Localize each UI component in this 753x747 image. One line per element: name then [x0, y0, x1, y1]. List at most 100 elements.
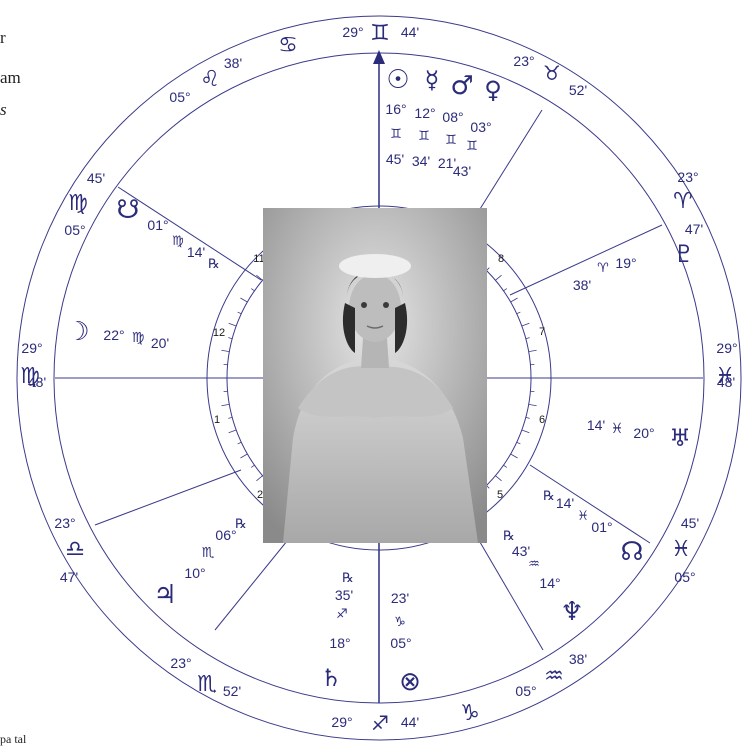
- jupiter-deg: 10°: [184, 565, 205, 581]
- uranus-sign: ♓: [611, 421, 624, 437]
- degree-tick: [221, 404, 229, 405]
- asc-degree: 29°: [21, 340, 42, 356]
- chiron-min: 23': [391, 590, 409, 606]
- degree-tick: [511, 454, 518, 458]
- portrait-photo: [263, 208, 487, 543]
- degree-tick: [256, 476, 262, 481]
- degree-tick: [238, 312, 242, 314]
- dsc-degree: 29°: [716, 340, 737, 356]
- node-deg: 01°: [147, 217, 168, 233]
- degree-tick: [238, 442, 242, 444]
- mc-minutes: 44': [401, 24, 419, 40]
- degree-tick: [229, 323, 237, 326]
- ic-minutes: 44': [401, 714, 419, 730]
- mars2-retro: ℞: [235, 517, 247, 532]
- venus-sign: ♊: [466, 139, 478, 154]
- node-glyph: ☋: [116, 195, 139, 225]
- node-min: 14': [187, 244, 205, 260]
- degree-tick: [517, 442, 521, 444]
- degree-tick: [511, 298, 518, 302]
- neptune-deg: 01°: [591, 519, 612, 535]
- pluto-sign: ♈: [597, 261, 609, 276]
- pluto-deg: 19°: [615, 255, 636, 271]
- chiron-deg: 05°: [390, 635, 411, 651]
- fortune-glyph: ⊗: [399, 667, 421, 697]
- virgo12-minutes: 45': [87, 170, 105, 186]
- taurus-sign: ♉: [543, 61, 561, 85]
- saturn2-deg: 14°: [539, 575, 560, 591]
- degree-tick: [495, 476, 501, 481]
- degree-tick: [229, 430, 237, 433]
- pisces5-sign: ♓: [671, 537, 691, 562]
- degree-tick: [228, 417, 232, 418]
- pisces5-degree: 05°: [674, 569, 695, 585]
- moon-sign: ♍: [132, 330, 145, 346]
- virgo12-sign: ♍: [68, 191, 88, 216]
- node-sign: ♍: [172, 234, 184, 249]
- northnode-glyph: ☊: [620, 537, 643, 567]
- house-number-8: 8: [498, 253, 504, 265]
- aquarius-degree: 05°: [515, 683, 536, 699]
- degree-tick: [504, 465, 507, 467]
- degree-tick: [529, 350, 537, 351]
- moon-deg: 22°: [103, 327, 124, 343]
- degree-tick: [529, 404, 537, 405]
- scorpio-degree: 23°: [170, 655, 191, 671]
- venus-glyph: ♀: [484, 76, 502, 104]
- saturn-deg: 18°: [329, 635, 350, 651]
- degree-tick: [251, 289, 254, 291]
- saturn2-retro: ℞: [503, 529, 515, 544]
- sun-deg: 16°: [385, 101, 406, 117]
- leo-minutes: 38': [224, 55, 242, 71]
- scorpio-minutes: 52': [223, 683, 241, 699]
- mercury-glyph: ☿: [425, 66, 440, 94]
- saturn-sign: ♐: [336, 607, 348, 622]
- mercury-min: 34': [412, 153, 430, 169]
- taurus-minutes: 52': [569, 82, 587, 98]
- cancer-sign: ♋: [278, 33, 298, 58]
- degree-tick: [522, 323, 530, 326]
- mc-sign: ♊: [370, 21, 390, 46]
- house-cusp-line: [530, 465, 650, 543]
- mc-degree: 29°: [342, 24, 363, 40]
- jupiter-sign: ♏: [202, 545, 215, 561]
- degree-tick: [522, 430, 530, 433]
- ic-sign: ♐: [371, 711, 389, 735]
- mars-deg: 08°: [442, 109, 463, 125]
- degree-tick: [517, 312, 521, 314]
- pluto-glyph: ♇: [673, 240, 695, 268]
- uranus-glyph: ♅: [669, 424, 691, 452]
- chiron-sign: ♑: [394, 615, 406, 630]
- scorpio-sign: ♏: [197, 672, 217, 697]
- leo-degree: 05°: [169, 89, 190, 105]
- saturn-glyph: ♄: [320, 664, 342, 692]
- jupiter-glyph: ♃: [153, 580, 176, 610]
- saturn2-sign: ♒: [528, 557, 540, 572]
- saturn-min: 35': [335, 587, 353, 603]
- degree-tick: [251, 465, 254, 467]
- venus-deg: 03°: [470, 119, 491, 135]
- sun-glyph: ☉: [386, 65, 409, 95]
- house-number-1: 1: [214, 414, 220, 426]
- mars-glyph: ♂: [450, 71, 473, 101]
- node-retro: ℞: [208, 257, 220, 272]
- libra-degree: 23°: [54, 515, 75, 531]
- degree-tick: [504, 289, 507, 291]
- aquarius-minutes: 38': [569, 651, 587, 667]
- pisces5-minutes: 45': [681, 515, 699, 531]
- leo-sign: ♌: [200, 67, 220, 92]
- house-number-7: 7: [539, 326, 545, 338]
- aries-degree: 23°: [677, 169, 698, 185]
- degree-tick: [221, 350, 229, 351]
- degree-tick: [526, 338, 530, 339]
- sun-sign: ♊: [390, 127, 402, 142]
- sun-min: 45': [386, 151, 404, 167]
- degree-tick: [526, 417, 530, 418]
- ic-degree: 29°: [331, 714, 352, 730]
- house-number-6: 6: [539, 414, 545, 426]
- uranus-deg: 20°: [633, 425, 654, 441]
- moon-min: 20': [151, 335, 169, 351]
- degree-tick: [240, 298, 247, 302]
- house-number-5: 5: [497, 489, 503, 501]
- saturn-retro: ℞: [342, 571, 354, 586]
